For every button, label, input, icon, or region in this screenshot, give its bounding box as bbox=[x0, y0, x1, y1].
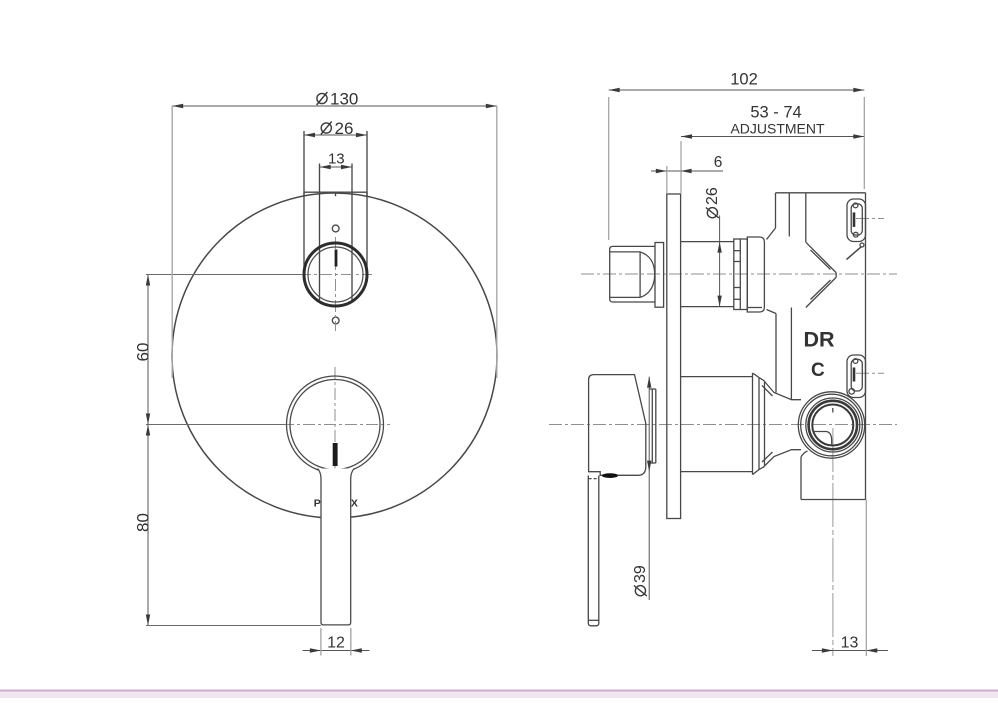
svg-text:13: 13 bbox=[841, 635, 859, 652]
svg-text:ADJUSTMENT: ADJUSTMENT bbox=[730, 121, 825, 137]
svg-text:C: C bbox=[811, 360, 825, 381]
svg-text:P: P bbox=[314, 498, 321, 510]
svg-text:39: 39 bbox=[632, 565, 649, 583]
svg-text:80: 80 bbox=[133, 513, 152, 532]
svg-text:53 - 74: 53 - 74 bbox=[750, 104, 801, 122]
svg-text:DR: DR bbox=[804, 328, 836, 352]
svg-text:26: 26 bbox=[704, 187, 721, 205]
svg-text:X: X bbox=[351, 498, 358, 510]
svg-text:6: 6 bbox=[714, 154, 723, 171]
svg-text:13: 13 bbox=[328, 151, 345, 168]
svg-text:26: 26 bbox=[335, 119, 354, 138]
svg-text:102: 102 bbox=[730, 71, 758, 89]
svg-text:130: 130 bbox=[330, 90, 358, 109]
svg-text:60: 60 bbox=[133, 343, 152, 362]
svg-text:12: 12 bbox=[327, 635, 345, 652]
